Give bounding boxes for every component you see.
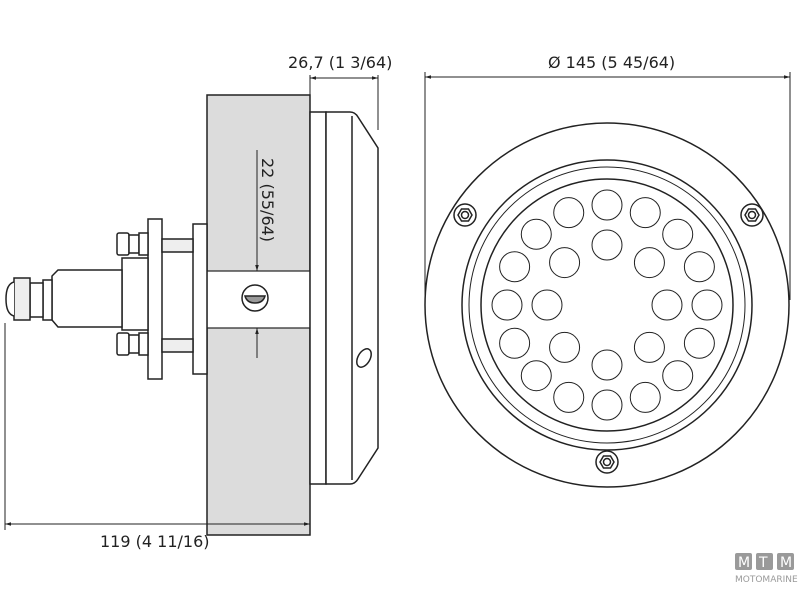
screws (453, 203, 764, 474)
stud-bottom (161, 338, 194, 353)
light-bezel (309, 111, 327, 485)
cable-body (51, 269, 123, 328)
dimension-lines (4, 72, 791, 530)
screw-icon (595, 450, 619, 474)
led (531, 289, 563, 321)
led (633, 331, 665, 363)
led (591, 189, 623, 221)
led (520, 360, 552, 392)
led-array (491, 189, 723, 421)
led (553, 197, 585, 229)
hole-dimension: 22 (55/64) (258, 158, 277, 242)
led (520, 218, 552, 250)
collar (121, 257, 149, 331)
led (651, 289, 683, 321)
led (591, 349, 623, 381)
diameter-dimension: Ø 145 (5 45/64) (548, 53, 675, 72)
led (499, 327, 531, 359)
led (549, 331, 581, 363)
stud-top (161, 238, 194, 253)
led (591, 389, 623, 421)
nut-plate (147, 218, 163, 380)
led (553, 381, 585, 413)
vent-hole (356, 348, 372, 368)
led (691, 289, 723, 321)
logo-text: MOTOMARINE (735, 575, 798, 585)
led (662, 360, 694, 392)
led (499, 251, 531, 283)
side-view (5, 94, 379, 536)
flange-plate (192, 223, 208, 375)
led (549, 247, 581, 279)
led (633, 247, 665, 279)
led (662, 218, 694, 250)
cable-gland (13, 277, 31, 321)
led (683, 327, 715, 359)
screw-icon (740, 203, 764, 227)
front-view (424, 122, 790, 488)
length-dimension: 119 (4 11/16) (100, 532, 209, 551)
led (629, 381, 661, 413)
led (629, 197, 661, 229)
led (491, 289, 523, 321)
led (591, 229, 623, 261)
led (683, 251, 715, 283)
depth-dimension: 26,7 (1 3/64) (288, 53, 392, 72)
screw-icon (453, 203, 477, 227)
